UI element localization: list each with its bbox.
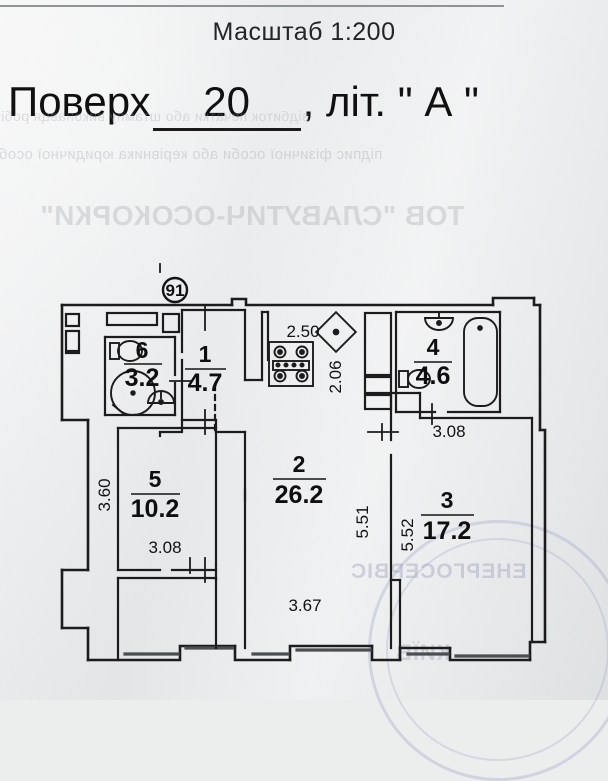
room-6-number: 6 <box>136 337 149 363</box>
dim-250: 2.50 <box>286 322 319 341</box>
stove-control-panel <box>272 360 310 371</box>
room-3-number: 3 <box>441 487 454 513</box>
vent-shaft-mid <box>363 375 393 395</box>
room-4-number: 4 <box>427 334 440 360</box>
room-4-label: 4 4.6 <box>414 334 452 390</box>
washbasin-wc <box>147 390 175 404</box>
interior-partitions <box>64 308 534 662</box>
room-5-area: 10.2 <box>131 495 180 523</box>
plumbing-fixtures <box>109 310 498 416</box>
room-3-label: 3 17.2 <box>421 487 474 545</box>
duct-niche-b <box>64 329 81 353</box>
dim-551: 5.51 <box>353 505 372 538</box>
room-6-area: 3.2 <box>125 364 160 392</box>
room-2-area: 26.2 <box>275 481 324 509</box>
room-3-area: 17.2 <box>423 517 472 545</box>
room-1-label: 1 4.7 <box>185 341 226 397</box>
room-4-area: 4.6 <box>416 362 451 390</box>
floor-label-suffix: , літ. " А " <box>302 78 479 125</box>
structural-walls <box>60 296 547 662</box>
dim-552: 5.52 <box>398 518 417 551</box>
floor-number-value: 20 <box>152 78 301 131</box>
dim-308b: 3.08 <box>148 538 181 557</box>
toilet-bowl-wc <box>117 340 143 362</box>
washbasin-drain-wc <box>158 399 164 405</box>
stove-burner-2 <box>295 345 309 359</box>
duct-niche-c <box>161 312 181 334</box>
stove-burner-1 <box>273 345 287 359</box>
closet-top <box>105 311 159 327</box>
window-bands <box>123 646 530 658</box>
toilet-bowl-bathroom <box>407 369 431 389</box>
room-2-number: 2 <box>293 451 306 477</box>
dimension-ticks <box>159 263 433 583</box>
shower-drain-wc <box>130 390 136 396</box>
toilet-cistern-bathroom <box>398 370 409 388</box>
ventilation-marker <box>314 310 358 354</box>
stove <box>268 341 314 387</box>
washbasin-bathroom <box>424 317 454 331</box>
bathtub <box>463 317 498 407</box>
dim-206: 2.06 <box>326 360 345 393</box>
washbasin-drain-bathroom <box>436 320 442 326</box>
floor-plan-drawing: 91 6 3.2 1 4.7 4 4.6 5 10.2 2 <box>60 263 547 662</box>
scale-label: Масштаб 1:200 <box>212 18 396 46</box>
bathtub-drain <box>477 325 483 331</box>
vent-shaft-lower <box>363 393 393 411</box>
floor-label-prefix: Поверх <box>8 78 151 125</box>
room-2-label: 2 26.2 <box>273 451 326 509</box>
room-5-number: 5 <box>149 466 162 492</box>
shower-hatch-line <box>111 403 126 416</box>
plan-labels: 91 6 3.2 1 4.7 4 4.6 5 10.2 2 <box>95 276 474 615</box>
dim-308a: 3.08 <box>432 422 465 441</box>
dim-367: 3.67 <box>288 596 321 615</box>
duct-niche-a <box>64 312 81 328</box>
room-1-number: 1 <box>199 341 212 367</box>
vent-shaft-upper <box>363 311 393 377</box>
room-5-label: 5 10.2 <box>131 466 180 523</box>
room-1-area: 4.7 <box>188 369 223 397</box>
toilet-cistern-wc <box>109 342 120 360</box>
apartment-number-value: 91 <box>166 281 185 300</box>
header-rule <box>0 5 504 7</box>
room-6-label: 6 3.2 <box>124 337 162 392</box>
dim-360: 3.60 <box>95 478 114 511</box>
apartment-number-marker: 91 <box>161 276 189 304</box>
